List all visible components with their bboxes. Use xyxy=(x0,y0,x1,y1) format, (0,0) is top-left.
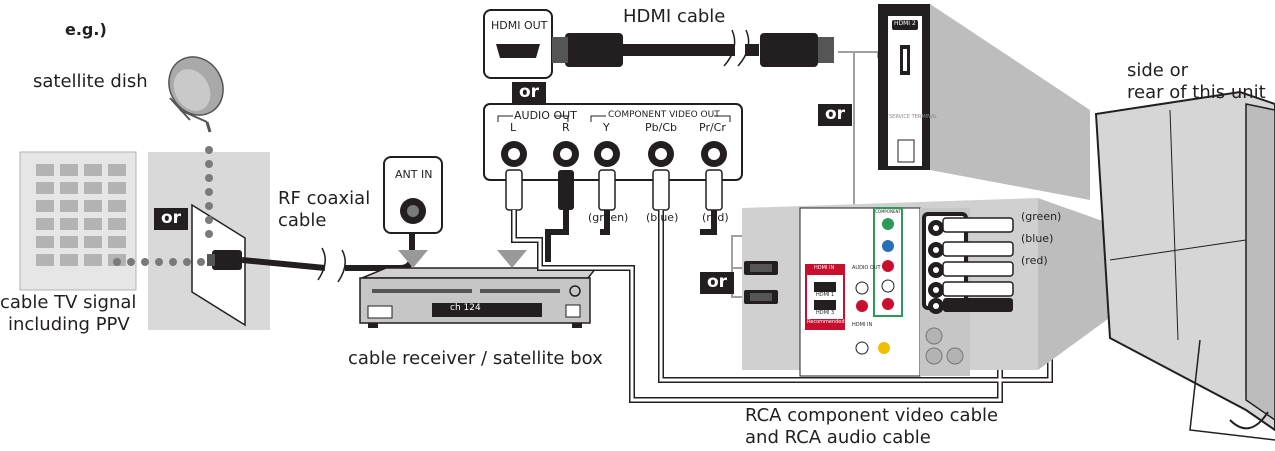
panel-hdmi-in-2: HDMI IN xyxy=(852,322,873,328)
tv-rear-panel xyxy=(742,198,1038,377)
panel-hdmi1: HDMI 1 xyxy=(816,292,835,298)
plug-color-red: (red) xyxy=(702,211,729,224)
tv-unit xyxy=(1094,90,1275,441)
panel-hdmi2: HDMI 2 xyxy=(894,20,916,27)
tv-jack-color-red: (red) xyxy=(1021,254,1048,267)
satellite-dish-label: satellite dish xyxy=(33,71,148,92)
component-y-label: Y xyxy=(603,121,610,134)
ant-in-panel xyxy=(383,156,443,234)
panel-audio-out: AUDIO OUT xyxy=(852,265,881,271)
or-badge-right: or xyxy=(818,104,853,126)
component-pr-label: Pr/Cr xyxy=(699,121,726,134)
or-badge-dish: or xyxy=(154,208,189,230)
tv-side-panel xyxy=(878,4,930,170)
plug-color-blue: (blue) xyxy=(646,211,679,224)
cable-break-mark xyxy=(317,247,346,283)
av-out-jacks xyxy=(501,141,727,167)
panel-hdmi3: HDMI 3 xyxy=(816,310,835,316)
receiver-label: cable receiver / satellite box xyxy=(348,348,603,369)
panel-recommended: Recommended xyxy=(807,319,845,325)
or-badge-rear: or xyxy=(700,272,735,294)
component-pb-label: Pb/Cb xyxy=(645,121,677,134)
example-label: e.g.) xyxy=(65,20,107,39)
plug-color-green: (green) xyxy=(588,211,629,224)
hdmi-cable-label: HDMI cable xyxy=(623,6,726,27)
cable-receiver-box xyxy=(359,267,598,328)
rf-cable-label-line2: cable xyxy=(278,210,327,231)
satellite-dish xyxy=(168,56,224,133)
audio-l-label: L xyxy=(510,121,517,134)
rca-cable-label-line2: and RCA audio cable xyxy=(745,427,931,448)
signal-dots xyxy=(113,146,213,266)
audio-out-label: AUDIO OUT xyxy=(514,109,577,122)
zoom-cone-top xyxy=(930,4,1090,200)
rca-plugs xyxy=(505,169,723,211)
receiver-arrow-right xyxy=(497,250,527,268)
wall-coax-connector xyxy=(207,250,242,270)
hdmi-out-label: HDMI OUT xyxy=(491,19,548,32)
audio-r-label: R xyxy=(562,121,570,134)
unit-label-line2: rear of this unit xyxy=(1127,82,1266,103)
tv-jack-color-green: (green) xyxy=(1021,210,1062,223)
cable-signal-label-line1: cable TV signal xyxy=(0,292,137,313)
hdmi-out-port xyxy=(496,44,540,58)
cable-signal-building xyxy=(19,151,137,291)
rf-cable-label-line1: RF coaxial xyxy=(278,188,371,209)
hdmi-cable xyxy=(552,29,834,67)
cable-signal-label-line2: including PPV xyxy=(8,314,130,335)
unit-label-line1: side or xyxy=(1127,60,1189,81)
ant-in-label: ANT IN xyxy=(395,168,433,181)
rca-cable-label-line1: RCA component video cable xyxy=(745,405,999,426)
component-out-label: COMPONENT VIDEO OUT xyxy=(608,110,720,120)
panel-hdmi-in: HDMI IN xyxy=(814,265,835,271)
panel-component: COMPONENT xyxy=(875,209,901,214)
receiver-arrow-left xyxy=(398,250,428,268)
or-badge-hdmi-out: or xyxy=(512,82,547,104)
tv-jack-color-blue: (blue) xyxy=(1021,232,1054,245)
receiver-display: ch 124 xyxy=(450,303,481,313)
panel-service: SERVICE TERMINAL xyxy=(889,114,938,120)
